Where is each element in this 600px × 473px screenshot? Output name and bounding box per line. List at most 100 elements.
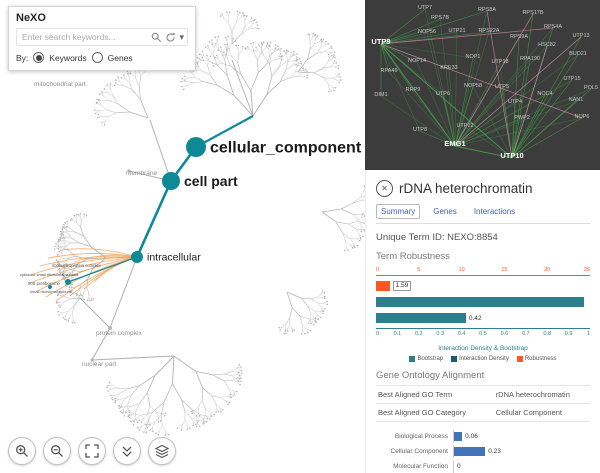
- term-node-cellular-component[interactable]: [186, 137, 206, 157]
- term-node-label[interactable]: cellular_component: [210, 140, 362, 157]
- interaction-edge: [424, 8, 456, 147]
- interaction-network[interactable]: UTP7 RPS8A RPS7B RPS17B RPS4A UTP13 NOP56 UTP21…: [365, 0, 600, 170]
- term-node-label[interactable]: intracellular: [147, 252, 201, 264]
- term-node-label[interactable]: cell part: [184, 173, 238, 189]
- search-input[interactable]: [20, 31, 149, 43]
- collapse-panel-icon[interactable]: ▾: [179, 31, 184, 42]
- go-bar[interactable]: [454, 432, 463, 441]
- gene-label[interactable]: NOP14: [408, 58, 426, 64]
- gene-label[interactable]: NAN1: [569, 97, 584, 103]
- radio-keywords[interactable]: [33, 52, 45, 63]
- gene-label[interactable]: RPS22A: [478, 28, 499, 34]
- legend-item: Bootstrap: [409, 356, 443, 362]
- interaction-edge: [388, 71, 456, 147]
- gene-label[interactable]: RPS9A: [510, 34, 528, 40]
- bar-bootstrap[interactable]: [376, 297, 584, 307]
- bar-interaction-density[interactable]: [376, 313, 466, 323]
- gene-label[interactable]: UTP6: [436, 91, 450, 97]
- search-icon[interactable]: [151, 32, 162, 43]
- go-bar[interactable]: [454, 447, 486, 456]
- radio-genes-label: Genes: [107, 52, 133, 63]
- gene-label[interactable]: UTP18: [491, 59, 508, 65]
- search-panel: NeXO ▾ By: Keywords Genes: [8, 6, 196, 71]
- tree-label: cytosolic small ribosomal subunit: [20, 272, 79, 277]
- tab-interactions[interactable]: Interactions: [473, 207, 516, 216]
- gene-label[interactable]: HSC82: [538, 42, 556, 48]
- interaction-edge: [511, 59, 531, 159]
- right-column: UTP7 RPS8A RPS7B RPS17B RPS4A UTP13 NOP56 UTP21…: [365, 0, 600, 473]
- interaction-edge: [454, 45, 548, 147]
- interaction-edge: [442, 94, 456, 147]
- gene-label[interactable]: UTP13: [572, 33, 589, 39]
- gene-label[interactable]: UTP8: [413, 127, 427, 133]
- interaction-edge: [419, 130, 456, 147]
- search-box: ▾: [16, 28, 188, 46]
- interaction-edge: [511, 13, 534, 159]
- interaction-edge: [511, 94, 546, 159]
- bar-robustness[interactable]: [376, 281, 390, 291]
- gene-label[interactable]: RRP9: [406, 87, 421, 93]
- zoom-out-button[interactable]: [43, 437, 71, 465]
- expand-collapse-button[interactable]: [113, 437, 141, 465]
- layers-button[interactable]: [148, 437, 176, 465]
- interaction-edge: [472, 86, 513, 159]
- gene-label[interactable]: RPA49: [380, 68, 397, 74]
- gene-label[interactable]: NOC4: [537, 91, 552, 97]
- gene-label[interactable]: BUD21: [569, 51, 587, 57]
- interaction-edge: [454, 57, 474, 147]
- interaction-network-panel[interactable]: UTP7 RPS8A RPS7B RPS17B RPS4A UTP13 NOP56 UTP21…: [365, 0, 600, 170]
- gene-label[interactable]: RPS7B: [431, 15, 449, 21]
- term-node-cell-part[interactable]: [162, 172, 180, 190]
- interaction-edge: [454, 59, 531, 147]
- gene-label[interactable]: UTP5: [495, 84, 509, 90]
- gene-label[interactable]: KRE33: [440, 65, 457, 71]
- term-node-intracellular[interactable]: [131, 251, 143, 263]
- tab-genes[interactable]: Genes: [433, 207, 457, 216]
- detail-header: ✕ rDNA heterochromatin: [376, 176, 590, 203]
- gene-label[interactable]: EMG1: [444, 139, 465, 148]
- gene-label[interactable]: RPS8A: [478, 7, 496, 13]
- gene-label[interactable]: UTP4: [508, 99, 522, 105]
- gene-label[interactable]: DIM1: [374, 92, 387, 98]
- interaction-edge: [511, 117, 583, 159]
- tab-summary[interactable]: Summary: [376, 204, 421, 219]
- gene-label[interactable]: UTP15: [563, 76, 580, 82]
- tree-label: 90S preribosome: [28, 281, 61, 286]
- reset-search-icon[interactable]: [165, 32, 177, 43]
- zoom-in-button[interactable]: [8, 437, 36, 465]
- interaction-edge: [511, 36, 582, 159]
- gene-label[interactable]: POL5: [584, 85, 598, 91]
- interaction-edge: [454, 87, 503, 147]
- radio-genes[interactable]: [91, 52, 103, 63]
- term-detail-panel: ✕ rDNA heterochromatin Summary Genes Inter…: [365, 170, 600, 473]
- tree-label: small ribosomal subunit: [30, 289, 73, 294]
- gene-label[interactable]: UTP9: [371, 37, 390, 46]
- gene-label[interactable]: NOP6: [575, 114, 590, 120]
- gene-label[interactable]: RPS4A: [544, 24, 562, 30]
- gene-label[interactable]: NOP56: [418, 29, 436, 35]
- interaction-edge: [511, 102, 516, 159]
- close-icon[interactable]: ✕: [376, 180, 393, 197]
- gene-label[interactable]: UTP21: [448, 28, 465, 34]
- interaction-edge: [439, 18, 456, 147]
- tree-label: ribonucleoprotein complex: [52, 263, 102, 268]
- fit-view-button[interactable]: [78, 437, 106, 465]
- bar-value-label: 1.59: [392, 280, 412, 292]
- gene-label[interactable]: RPA190: [520, 56, 540, 62]
- interaction-edge: [511, 54, 579, 159]
- gene-label[interactable]: NOP1: [466, 54, 481, 60]
- view-controls: [8, 437, 176, 465]
- gene-label[interactable]: UTP7: [418, 5, 432, 11]
- gene-label[interactable]: RPS17B: [522, 10, 543, 16]
- gene-label[interactable]: UTP10: [500, 151, 523, 160]
- gene-label[interactable]: NOP58: [464, 83, 482, 89]
- gene-label[interactable]: UTP22: [456, 123, 473, 129]
- go-alignment-title: Gene Ontology Alignment: [376, 370, 485, 381]
- legend-item: Robustness: [516, 356, 557, 362]
- gene-label[interactable]: PWP2: [514, 115, 530, 121]
